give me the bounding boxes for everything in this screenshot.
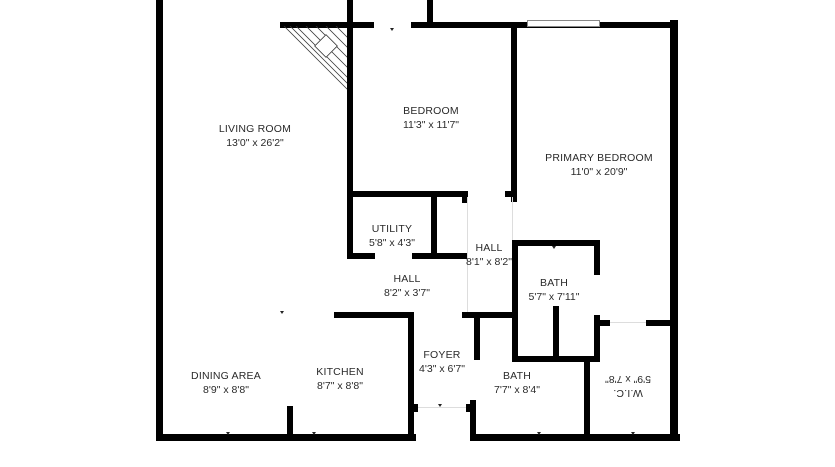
wall-bath-upper-divider: [553, 306, 559, 360]
room-name: W.I.C.: [613, 387, 643, 399]
wall-top-stub-right: [427, 0, 433, 24]
room-name: HALL: [393, 273, 421, 285]
wall-top-stair: [280, 22, 374, 28]
stairs-icon: [283, 26, 349, 91]
wall-kitchen-north: [334, 312, 414, 318]
wall-west: [156, 0, 163, 441]
room-name: PRIMARY BEDROOM: [545, 152, 653, 164]
room-name: FOYER: [423, 349, 461, 361]
room-name: KITCHEN: [316, 366, 364, 378]
room-label-dining-area: DINING AREA 8'9" x 8'8": [191, 369, 261, 397]
wall-bath-lower-jamb: [466, 404, 476, 412]
room-dims: 5'8" x 4'3": [369, 237, 415, 249]
room-label-hall-horizontal: HALL 8'2" x 3'7": [384, 272, 430, 300]
opening-foyer-entry: [418, 407, 466, 408]
wall-bath-lower-west-bottom: [470, 400, 476, 441]
wall-bath-upper-west: [512, 240, 518, 362]
wall-bedroom-east: [511, 22, 517, 202]
wall-kitchen-jamb: [408, 404, 418, 412]
room-dims: 8'7" x 8'8": [317, 380, 363, 392]
wall-dining-kitchen-stub: [287, 406, 293, 441]
room-name: HALL: [475, 242, 503, 254]
dimension-tick: [226, 432, 230, 435]
wall-hall-stub: [462, 191, 468, 203]
room-label-hall-vertical: HALL 8'1" x 8'2": [466, 241, 512, 269]
room-dims: 11'0" x 20'9": [570, 166, 628, 178]
wall-bedroom-west: [347, 22, 353, 259]
room-name: LIVING ROOM: [218, 123, 292, 135]
room-name: BEDROOM: [403, 105, 459, 117]
wall-bath-lower-west: [474, 312, 480, 360]
wall-top-stub-left: [347, 0, 353, 28]
room-name: BATH: [539, 277, 569, 289]
room-label-bath-lower: BATH 7'7" x 8'4": [494, 369, 540, 397]
room-label-kitchen: KITCHEN 8'7" x 8'8": [316, 365, 364, 393]
wall-south-right: [470, 434, 680, 441]
dimension-tick: [280, 311, 284, 314]
dimension-tick: [552, 246, 556, 249]
wall-utility-south-left: [347, 253, 375, 259]
wall-east: [670, 20, 678, 441]
room-dims: 4'3" x 6'7": [419, 363, 465, 375]
wall-utility-east: [431, 191, 437, 259]
wall-hall-lower-north: [462, 312, 517, 318]
room-label-utility: UTILITY 5'8" x 4'3": [369, 222, 415, 250]
room-label-wic: W.I.C. 5'9" x 7'8": [605, 372, 651, 400]
room-label-bath-upper: BATH 5'7" x 7'11": [529, 276, 580, 304]
wall-wic-north-right: [646, 320, 676, 326]
wall-bedroom-south-stub: [505, 191, 517, 197]
dimension-tick: [390, 28, 394, 31]
dimension-tick: [631, 432, 635, 435]
wall-wic-north-left: [594, 320, 610, 326]
room-label-living-room: LIVING ROOM 13'0" x 26'2": [219, 122, 291, 150]
room-label-bedroom: BEDROOM 11'3" x 11'7": [403, 104, 459, 132]
room-dims: 7'7" x 8'4": [494, 384, 540, 396]
room-dims: 5'7" x 7'11": [528, 291, 580, 303]
opening-hall-right: [512, 197, 513, 240]
opening-hall-left: [467, 197, 468, 312]
wall-bath-upper-east-bottom: [594, 315, 600, 362]
room-dims: 5'9" x 7'8": [605, 373, 651, 385]
room-dims: 11'3" x 11'7": [402, 119, 460, 131]
room-dims: 13'0" x 26'2": [226, 137, 284, 149]
room-label-foyer: FOYER 4'3" x 6'7": [419, 348, 465, 376]
wall-bedroom-south: [347, 191, 467, 197]
opening-wic: [610, 322, 646, 323]
room-dims: 8'1" x 8'2": [466, 256, 512, 268]
room-label-primary-bedroom: PRIMARY BEDROOM 11'0" x 20'9": [545, 151, 653, 179]
wall-bath-upper-north: [512, 240, 600, 246]
wall-utility-south-right: [412, 253, 468, 259]
wall-wic-west: [584, 356, 590, 438]
room-name: UTILITY: [371, 223, 413, 235]
window-primary-bedroom: [527, 20, 600, 27]
wall-kitchen-east: [408, 312, 414, 441]
room-name: DINING AREA: [191, 370, 261, 382]
room-dims: 8'9" x 8'8": [203, 384, 249, 396]
dimension-tick: [312, 432, 316, 435]
wall-bath-upper-east-top: [594, 240, 600, 275]
dimension-tick: [438, 404, 442, 407]
room-name: BATH: [502, 370, 532, 382]
dimension-tick: [537, 432, 541, 435]
wall-south-left: [156, 434, 416, 441]
room-dims: 8'2" x 3'7": [384, 287, 430, 299]
